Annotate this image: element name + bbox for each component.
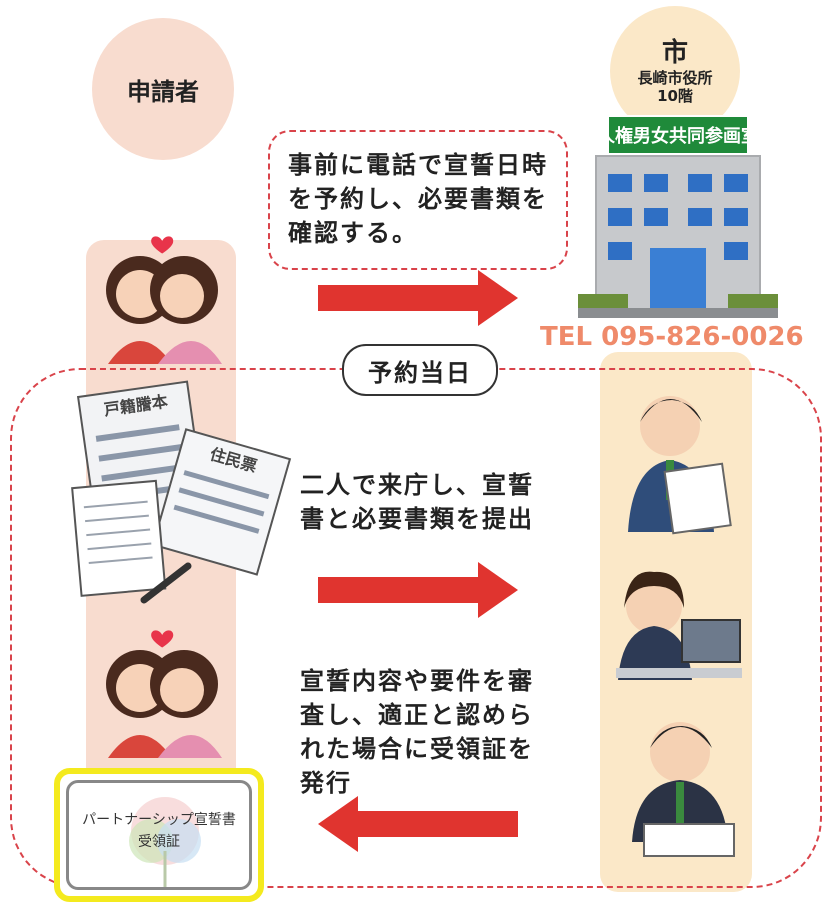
applicant-label: 申請者 (127, 77, 199, 106)
staff-at-laptop-icon (616, 571, 742, 680)
office-sign: 人権男女共同参画室 (597, 125, 759, 147)
certificate-title: パートナーシップ宣誓書 (82, 812, 236, 828)
city-location: 長崎市役所 (637, 69, 713, 87)
submit-step-text: 二人で来庁し、宣誓書と必要書類を提出 (300, 471, 534, 533)
couple-illustration-icon (106, 236, 222, 364)
city-heading: 市 長崎市役所 10階 (610, 6, 740, 136)
certificate-card: パートナーシップ宣誓書 受領証 (54, 768, 264, 902)
reservation-day-label: 予約当日 (342, 344, 498, 396)
prior-step-text: 事前に電話で宣誓日時を予約し、必要書類を確認する。 (288, 151, 548, 247)
certificate-subtitle: 受領証 (138, 834, 180, 850)
applicant-heading: 申請者 (92, 18, 234, 160)
arrow-right-icon (318, 562, 518, 618)
city-title: 市 (661, 38, 688, 68)
prior-step-box (268, 130, 568, 270)
city-hall-building-icon: 人権男女共同参画室 (578, 115, 778, 318)
leaf-emblem-icon (129, 797, 201, 887)
review-step-text: 宣誓内容や要件を審査し、適正と認められた場合に受領証を発行 (300, 667, 534, 797)
staff-issuing-certificate-icon (632, 722, 735, 857)
arrow-right-icon (318, 270, 518, 326)
documents-illustration-icon: 戸籍謄本 住民票 (71, 380, 292, 604)
certificate-inner-frame: パートナーシップ宣誓書 受領証 (66, 780, 252, 890)
city-floor: 10階 (657, 87, 693, 105)
couple-illustration-icon (106, 630, 222, 758)
staff-holding-document-icon (628, 396, 732, 535)
arrow-left-icon (318, 796, 518, 852)
tel-number: TEL 095-826-0026 (540, 322, 804, 352)
